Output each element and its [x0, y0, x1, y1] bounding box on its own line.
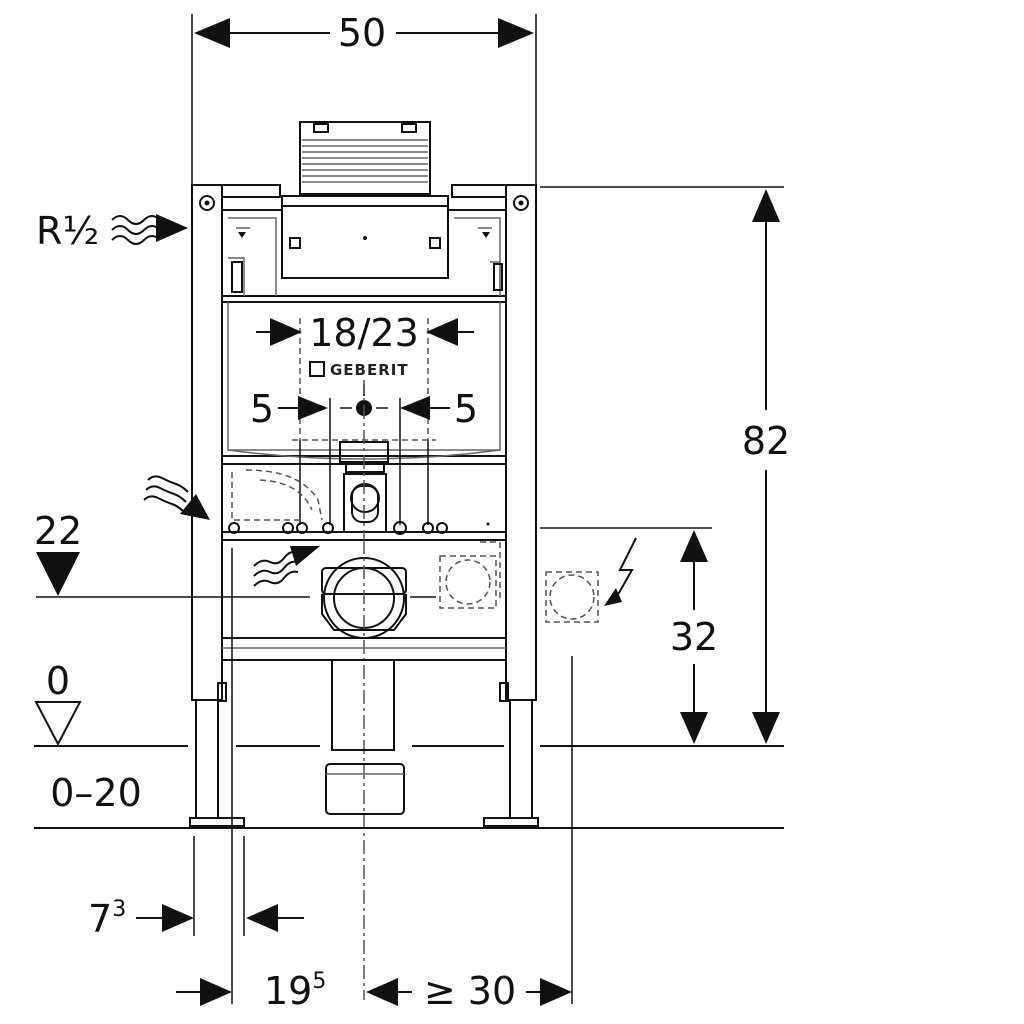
frame — [189, 184, 539, 827]
dimension-19-5: 195 — [176, 969, 326, 1013]
cistern-top — [222, 121, 506, 460]
rail-connectors — [228, 521, 490, 535]
dim-0-20-text: 0–20 — [50, 771, 142, 815]
water-wave-icon-bottom — [253, 546, 320, 587]
drain-outlet — [321, 540, 407, 1000]
dimension-7-3: 73 — [88, 897, 304, 941]
dim-5-left-text: 5 — [250, 387, 274, 431]
water-supply-label: R½ — [36, 209, 188, 253]
water-wave-icon-left — [143, 475, 210, 520]
dim-19-text: 195 — [264, 969, 326, 1013]
inner-routing — [231, 469, 323, 521]
geberit-logo: GEBERIT — [309, 361, 409, 379]
dim-5-right-text: 5 — [454, 387, 478, 431]
dimension-18-23: 18/23 — [256, 311, 474, 440]
dim-0-text: 0 — [46, 659, 70, 703]
dimension-height-82: 82 — [540, 186, 790, 744]
dim-7-text: 73 — [88, 897, 126, 941]
water-wave-icon — [111, 215, 161, 245]
flush-bend — [339, 380, 389, 540]
dim-18-23-text: 18/23 — [309, 311, 419, 355]
dim-50-text: 50 — [338, 11, 386, 55]
lightning-icon — [604, 537, 637, 606]
electrical-boxes — [439, 541, 599, 623]
dim-22-text: 22 — [34, 509, 82, 553]
dimension-width-50: 50 — [191, 11, 537, 185]
dim-32-text: 32 — [670, 615, 718, 659]
dim-82-text: 82 — [742, 419, 790, 463]
dimension-clearance-30: ≥ 30 — [366, 969, 572, 1013]
dim-30-text: ≥ 30 — [424, 969, 516, 1013]
dimension-5-5: 5 5 — [250, 384, 478, 525]
dimension-height-32: 32 — [540, 527, 718, 1004]
level-22-marker: 22 — [34, 509, 436, 598]
floor-range: 0–20 — [34, 771, 784, 829]
logo-brand-text: GEBERIT — [330, 361, 409, 379]
water-connection-text: R½ — [36, 209, 99, 253]
bottom-extension-lines — [193, 548, 245, 1004]
floor-level-0: 0 — [34, 659, 784, 747]
